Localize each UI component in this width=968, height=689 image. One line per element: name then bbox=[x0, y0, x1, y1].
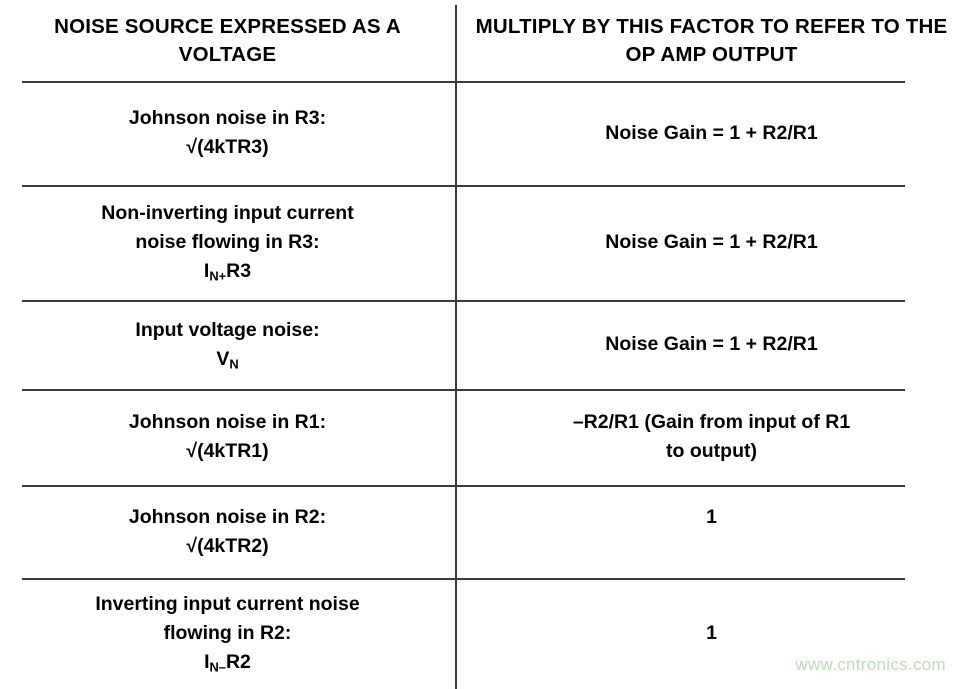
noise-source-cell: Inverting input current noise flowing in… bbox=[0, 578, 455, 689]
current-symbol-tail: R2 bbox=[225, 651, 251, 673]
multiply-factor-line1: –R2/R1 (Gain from input of R1 bbox=[572, 411, 851, 433]
column-header-multiply-factor-line2: REFER TO THE OP AMP OUTPUT bbox=[625, 14, 948, 66]
table-row: Johnson noise in R1: √(4kTR1) –R2/R1 (Ga… bbox=[0, 389, 968, 485]
multiply-factor-line1: Noise Gain = 1 + R2/R1 bbox=[605, 231, 818, 253]
noise-source-line2: VN bbox=[10, 345, 445, 374]
noise-source-line2: √(4kTR3) bbox=[186, 136, 269, 158]
column-header-multiply-factor-line1: MULTIPLY BY THIS FACTOR TO bbox=[475, 14, 790, 38]
noise-source-line2: √(4kTR1) bbox=[186, 440, 269, 462]
voltage-symbol-subscript: N bbox=[229, 356, 239, 372]
table-row: Inverting input current noise flowing in… bbox=[0, 578, 968, 689]
noise-source-cell: Non-inverting input current noise flowin… bbox=[0, 185, 455, 300]
site-watermark: www.cntronics.com bbox=[795, 655, 946, 674]
noise-source-line1: Inverting input current noise bbox=[95, 593, 360, 615]
column-header-noise-source: NOISE SOURCE EXPRESSED AS A VOLTAGE bbox=[0, 0, 455, 81]
table-row: Johnson noise in R2: √(4kTR2) 1 bbox=[0, 485, 968, 578]
multiply-factor-cell: 1 bbox=[455, 578, 968, 689]
row-divider-1 bbox=[22, 185, 905, 187]
row-divider-3 bbox=[22, 389, 905, 391]
noise-source-line1: Johnson noise in R2: bbox=[128, 505, 327, 528]
current-symbol-subscript: N+ bbox=[209, 268, 227, 284]
current-symbol-subscript: N– bbox=[209, 659, 226, 675]
multiply-factor-cell: Noise Gain = 1 + R2/R1 bbox=[455, 185, 968, 300]
multiply-factor-cell: –R2/R1 (Gain from input of R1 to output) bbox=[455, 389, 968, 485]
multiply-factor-line1: 1 bbox=[706, 506, 717, 528]
multiply-factor-cell: Noise Gain = 1 + R2/R1 bbox=[455, 81, 968, 185]
noise-source-cell: Input voltage noise: VN bbox=[0, 300, 455, 389]
current-symbol-tail: R3 bbox=[226, 260, 252, 282]
noise-source-line3: IN+R3 bbox=[10, 257, 445, 286]
table-row: Johnson noise in R3: √(4kTR3) Noise Gain… bbox=[0, 81, 968, 185]
multiply-factor-line1: Noise Gain = 1 + R2/R1 bbox=[605, 333, 818, 355]
row-divider-2 bbox=[22, 300, 905, 302]
table-row: Input voltage noise: VN Noise Gain = 1 +… bbox=[0, 300, 968, 389]
voltage-symbol: V bbox=[216, 347, 230, 370]
row-divider-header bbox=[22, 81, 905, 83]
noise-source-line2: √(4kTR2) bbox=[186, 534, 269, 557]
column-header-noise-source-line2: A VOLTAGE bbox=[178, 14, 401, 66]
noise-source-line2: noise flowing in R3: bbox=[135, 231, 320, 253]
multiply-factor-cell: 1 bbox=[455, 485, 968, 578]
multiply-factor-cell: Noise Gain = 1 + R2/R1 bbox=[455, 300, 968, 389]
noise-source-cell: Johnson noise in R2: √(4kTR2) bbox=[0, 485, 455, 578]
column-header-noise-source-line1: NOISE SOURCE EXPRESSED AS bbox=[54, 14, 381, 38]
noise-source-line1: Input voltage noise: bbox=[135, 318, 320, 341]
noise-source-cell: Johnson noise in R3: √(4kTR3) bbox=[0, 81, 455, 185]
row-divider-5 bbox=[22, 578, 905, 580]
noise-source-line1: Non-inverting input current bbox=[101, 202, 354, 224]
noise-source-line2: flowing in R2: bbox=[163, 622, 292, 644]
current-symbol: I bbox=[203, 260, 210, 282]
noise-source-cell: Johnson noise in R1: √(4kTR1) bbox=[0, 389, 455, 485]
column-divider bbox=[455, 5, 457, 689]
current-symbol: I bbox=[204, 651, 210, 673]
noise-source-line1: Johnson noise in R3: bbox=[128, 107, 327, 129]
multiply-factor-line2: to output) bbox=[666, 440, 757, 462]
noise-source-line3: IN–R2 bbox=[10, 648, 445, 677]
multiply-factor-line1: Noise Gain = 1 + R2/R1 bbox=[605, 121, 818, 144]
table-header-row: NOISE SOURCE EXPRESSED AS A VOLTAGE MULT… bbox=[0, 0, 968, 81]
row-divider-4 bbox=[22, 485, 905, 487]
multiply-factor-line1: 1 bbox=[706, 622, 717, 644]
column-header-multiply-factor: MULTIPLY BY THIS FACTOR TO REFER TO THE … bbox=[455, 0, 968, 81]
noise-source-line1: Johnson noise in R1: bbox=[128, 411, 327, 433]
table-row: Non-inverting input current noise flowin… bbox=[0, 185, 968, 300]
